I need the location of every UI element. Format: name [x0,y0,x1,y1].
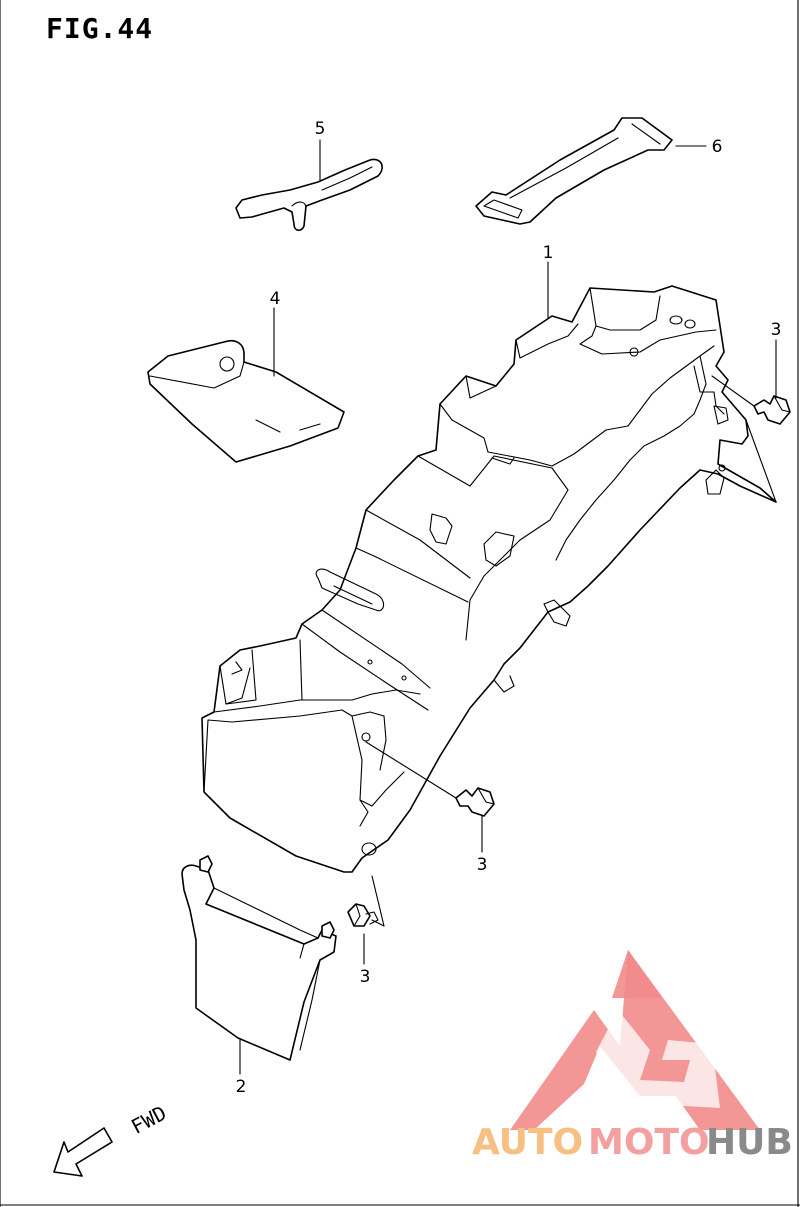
logo-text-hub: HUB [706,1122,793,1163]
part-3-bolt-middle [455,787,495,817]
callout-2: 2 [236,1077,247,1097]
part-3-bolt-upper-right [753,395,791,425]
figure-title: FIG.44 [46,12,154,45]
callout-4: 4 [270,289,281,309]
part-4-tool-bag [147,339,345,463]
callout-3-lower: 3 [360,967,371,987]
part-5-tool-wrench [235,158,383,232]
part-2-mud-flap [181,855,337,1061]
callout-6: 6 [712,137,723,157]
callout-5: 5 [315,119,326,139]
part-1-rear-fender [201,285,777,873]
automotohub-logo: AUTO MOTO HUB [472,950,793,1163]
part-6-strap [475,117,673,225]
forward-direction-arrow [53,1127,113,1177]
callout-1: 1 [543,243,554,263]
logo-text-moto: MOTO [588,1122,710,1163]
part-3-bolt-lower [347,903,379,927]
leader-lines [239,139,777,1075]
callout-3-upper: 3 [771,320,782,340]
callout-3-middle: 3 [477,855,488,875]
logo-text-auto: AUTO [472,1122,583,1163]
fwd-label: FWD [127,1101,170,1139]
